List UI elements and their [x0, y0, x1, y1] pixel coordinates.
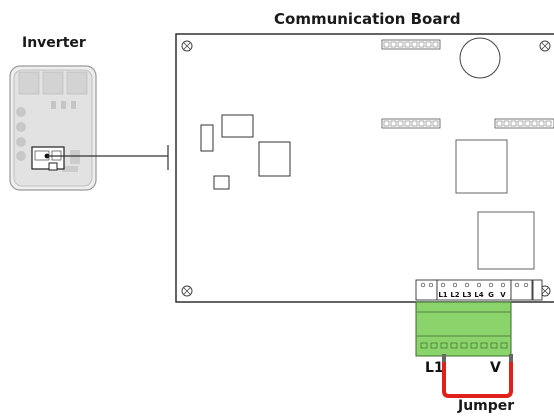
pin-label: G — [488, 291, 494, 299]
pin-label: L2 — [450, 291, 459, 299]
pin-label: L4 — [474, 291, 483, 299]
screw-icon — [539, 40, 551, 52]
pin-header-right — [494, 118, 554, 129]
communication-board: L1 L2 L3 L4 G V — [175, 33, 554, 303]
connection-line — [47, 145, 169, 170]
jumper-label: Jumper — [458, 398, 515, 414]
pin-label: L1 — [438, 291, 447, 299]
jumper-wire — [442, 354, 513, 398]
component — [213, 175, 230, 190]
board-title: Communication Board — [274, 10, 461, 28]
component — [258, 141, 291, 177]
pin-header-middle — [381, 118, 441, 129]
capacitor — [459, 37, 501, 79]
component — [221, 114, 254, 138]
jumper-v-label: V — [490, 360, 501, 376]
chip — [455, 139, 508, 194]
inverter-title: Inverter — [22, 35, 86, 51]
terminal-header — [415, 279, 543, 301]
chip — [477, 211, 535, 270]
pin-label: V — [500, 291, 506, 299]
green-terminal-connector — [415, 301, 512, 357]
jumper-l1-label: L1 — [425, 360, 444, 376]
screw-icon — [181, 40, 193, 52]
inverter-device — [9, 65, 97, 191]
screw-icon — [181, 285, 193, 297]
pin-label: L3 — [462, 291, 471, 299]
component — [200, 124, 214, 152]
pin-header-top — [381, 39, 441, 50]
